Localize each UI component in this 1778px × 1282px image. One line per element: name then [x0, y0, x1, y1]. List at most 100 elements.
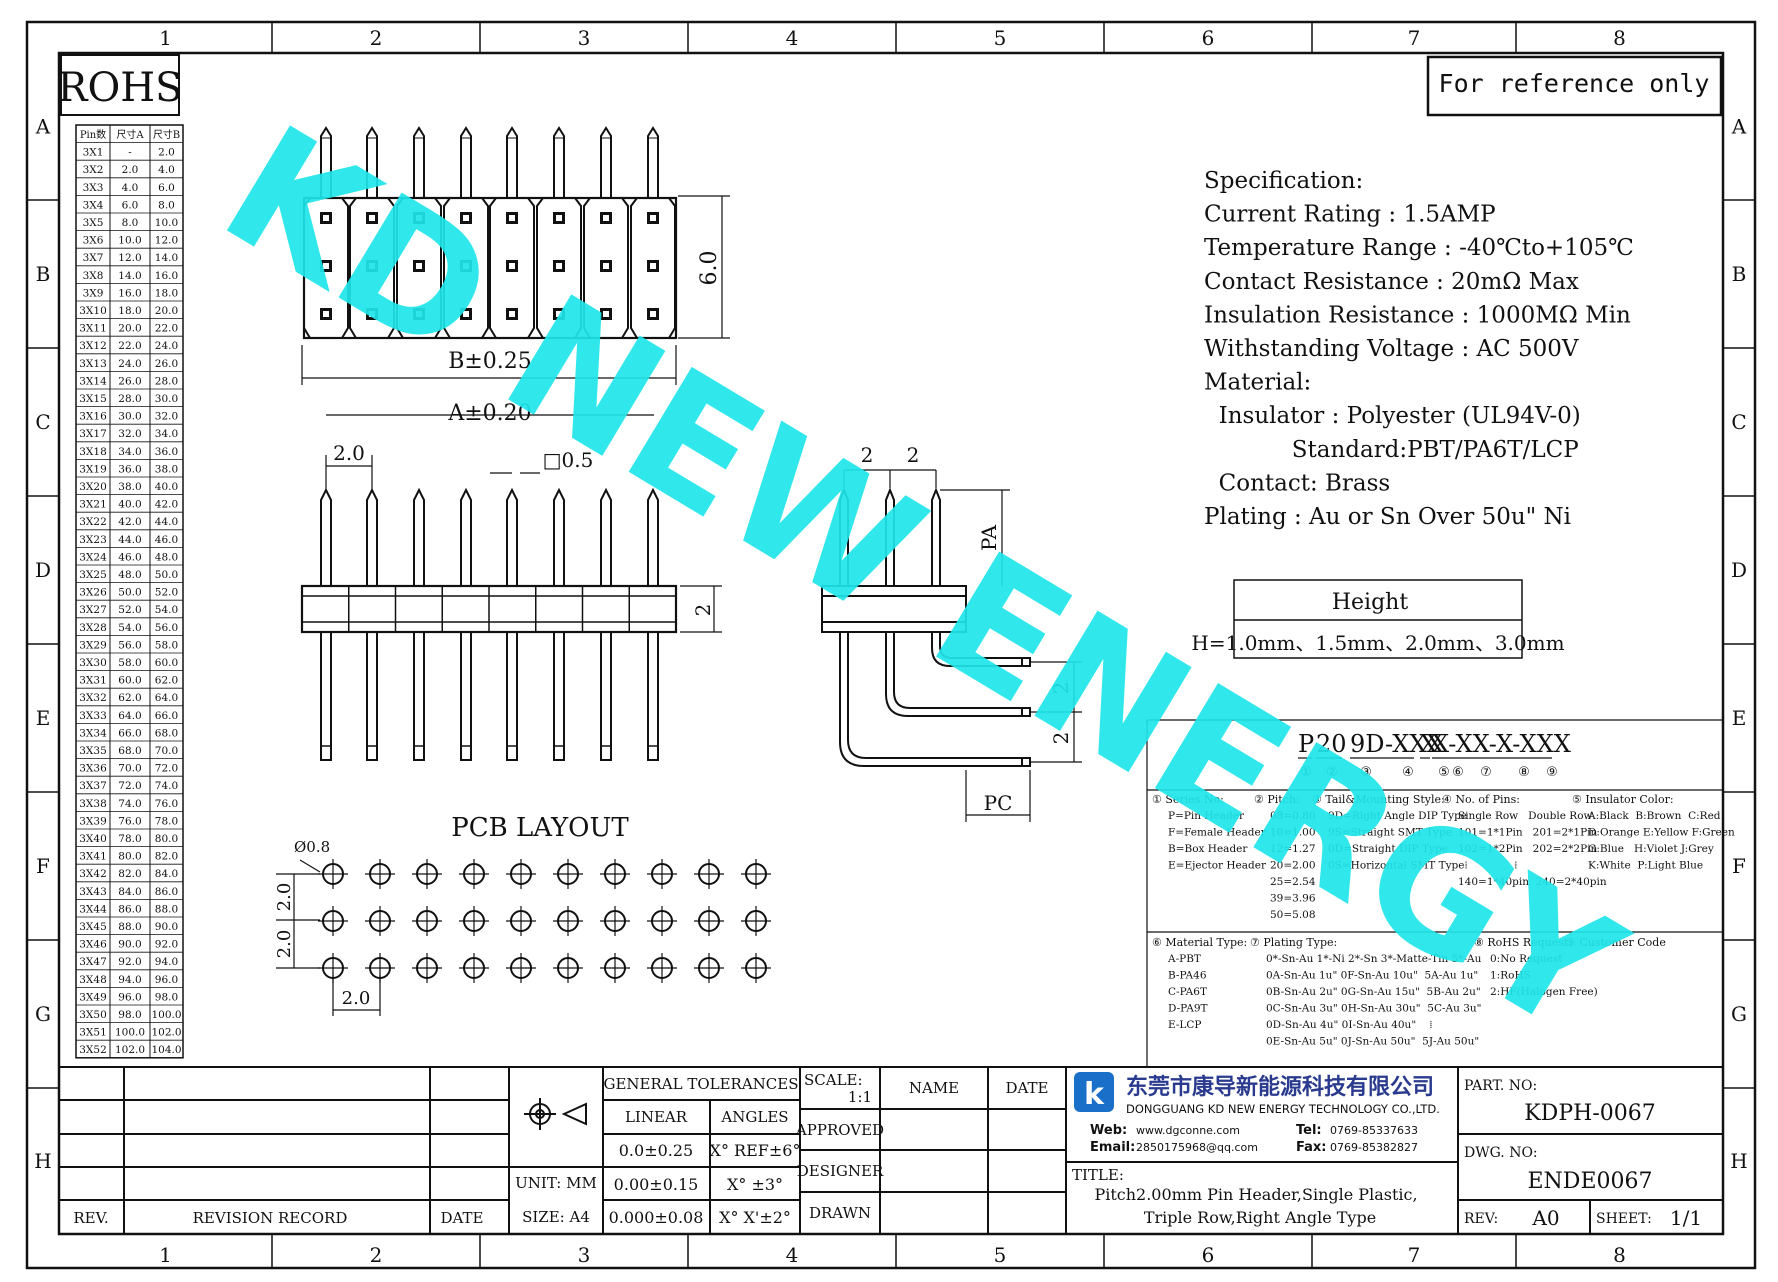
- pin-table-cell: 3X30: [79, 657, 107, 669]
- pin-table-cell: 32.0: [118, 428, 141, 440]
- dim-b-tolerance: B±0.25: [448, 349, 532, 374]
- side-view: [821, 487, 1031, 767]
- pin-table-cell: 3X38: [79, 798, 107, 810]
- pin-table-cell: 92.0: [118, 956, 141, 968]
- pin-table-cell: 42.0: [118, 516, 141, 528]
- pin-stub: [647, 126, 659, 198]
- pin-table-cell: 3X20: [79, 481, 107, 493]
- pin-table-cell: 3X52: [79, 1044, 107, 1056]
- dim-body-height: 2: [691, 604, 715, 617]
- spec-line: Material:: [1204, 370, 1311, 396]
- pin-table-cell: 40.0: [155, 481, 178, 493]
- pin-table-cell: 60.0: [118, 675, 141, 687]
- pin-table-cell: 10.0: [155, 217, 178, 229]
- legend-head: ④ No. of Pins:: [1442, 793, 1520, 806]
- pin-table-cell: 58.0: [155, 639, 178, 651]
- column-marker-top: 6: [1202, 26, 1215, 50]
- pin-table-cell: 66.0: [155, 710, 178, 722]
- pin-table-cell: 96.0: [155, 974, 178, 986]
- pin-table-cell: 3X42: [79, 868, 107, 880]
- rev-label: REV:: [1464, 1211, 1498, 1227]
- pin-table-cell: 3X4: [83, 199, 104, 211]
- spec-line: Contact Resistance : 20mΩ Max: [1204, 269, 1579, 295]
- spec-line: Insulation Resistance : 1000MΩ Min: [1204, 302, 1631, 328]
- pin-table-cell: 3X9: [83, 287, 104, 299]
- column-marker-bottom: 4: [786, 1243, 799, 1267]
- pin-table-cell: 88.0: [118, 921, 141, 933]
- legend-item: 50=5.08: [1270, 909, 1316, 921]
- pin-table-cell: 3X8: [83, 270, 104, 282]
- front-pin-upper: [506, 487, 518, 586]
- pin-table-cell: 18.0: [118, 305, 141, 317]
- pin-table-cell: 44.0: [155, 516, 178, 528]
- pin-table-cell: 3X18: [79, 446, 107, 458]
- pin-table-cell: 36.0: [155, 446, 178, 458]
- pin-table-cell: 90.0: [118, 939, 141, 951]
- web-label: Web:: [1090, 1123, 1127, 1138]
- row-marker-right: G: [1731, 1002, 1747, 1026]
- legend-item: 12=1.27: [1270, 843, 1316, 855]
- date-header: DATE: [1006, 1079, 1049, 1097]
- pin-table-cell: 22.0: [118, 340, 141, 352]
- pin-table-cell: 3X7: [83, 252, 104, 264]
- pin-stub: [413, 126, 425, 198]
- legend-head: ⑨ Customer Code: [1566, 936, 1666, 949]
- pin-table-cell: 44.0: [118, 534, 141, 546]
- legend-item: 0A-Sn-Au 1u" 0F-Sn-Au 10u" 5A-Au 1u": [1266, 970, 1478, 982]
- front-pin-upper: [460, 487, 472, 586]
- title-block: [59, 1066, 1723, 1235]
- dim-pitch: 2.0: [333, 441, 365, 465]
- pin-table-cell: 38.0: [155, 463, 178, 475]
- pin-table-cell: 24.0: [155, 340, 178, 352]
- row-marker-left: A: [35, 115, 51, 139]
- pin-table-cell: 3X3: [83, 182, 104, 194]
- pin-table-cell: 84.0: [155, 868, 178, 880]
- front-pin-upper: [647, 487, 659, 586]
- pin-table-cell: 3X29: [79, 639, 107, 651]
- tolerance-angle: X° ±3°: [727, 1175, 783, 1194]
- pin-table-cell: 20.0: [155, 305, 178, 317]
- side-view-dimensions: [843, 469, 1082, 822]
- pin-table-cell: 78.0: [155, 815, 178, 827]
- row-marker-left: E: [36, 706, 51, 730]
- part-code-index: ⑦: [1480, 765, 1492, 780]
- pin-table-cell: 102.0: [151, 1027, 181, 1039]
- pin-table-cell: 46.0: [155, 534, 178, 546]
- pin-table-cell: 16.0: [118, 287, 141, 299]
- legend-item: 20=2.00: [1270, 860, 1316, 872]
- pin-table-cell: 86.0: [118, 903, 141, 915]
- sheet-label: SHEET:: [1596, 1211, 1652, 1227]
- pin-table-cell: 98.0: [118, 1009, 141, 1021]
- spec-line: Contact: Brass: [1204, 470, 1390, 496]
- legend-item: 0*-Sn-Au 1*-Ni 2*-Sn 3*-Matte-Tin 5*-Au: [1266, 953, 1482, 965]
- fax-value: 0769-85382827: [1330, 1141, 1418, 1154]
- legend-head: ⑦ Plating Type:: [1250, 936, 1337, 949]
- spec-line: Insulator : Polyester (UL94V-0): [1204, 403, 1581, 429]
- front-pin-lower: [647, 631, 659, 761]
- column-marker-bottom: 8: [1613, 1243, 1626, 1267]
- pin-table-header: 尺寸B: [153, 128, 180, 141]
- pin-table-cell: 3X49: [79, 991, 107, 1003]
- scale-value: 1:1: [848, 1088, 872, 1106]
- legend-item: A-PBT: [1167, 953, 1201, 965]
- legend-item: 0:No Request: [1490, 953, 1563, 965]
- designer-label: DESIGNER: [797, 1162, 884, 1180]
- front-pin-lower: [600, 631, 612, 761]
- legend-item: E-LCP: [1168, 1019, 1201, 1031]
- pcb-dimensions: [276, 859, 381, 1016]
- column-marker-top: 1: [159, 26, 172, 50]
- pin-table-cell: 92.0: [155, 939, 178, 951]
- pin-table-cell: 3X43: [79, 886, 107, 898]
- column-marker-bottom: 6: [1202, 1243, 1215, 1267]
- height-box: [1233, 579, 1523, 659]
- pin-table-cell: 62.0: [155, 675, 178, 687]
- dim-pa: PA: [977, 524, 1001, 551]
- pin-table-cell: 14.0: [118, 270, 141, 282]
- revision-date-header: DATE: [441, 1209, 484, 1227]
- part-code-index: ⑥: [1452, 765, 1464, 780]
- pin-stub: [506, 126, 518, 198]
- pin-table-cell: 36.0: [118, 463, 141, 475]
